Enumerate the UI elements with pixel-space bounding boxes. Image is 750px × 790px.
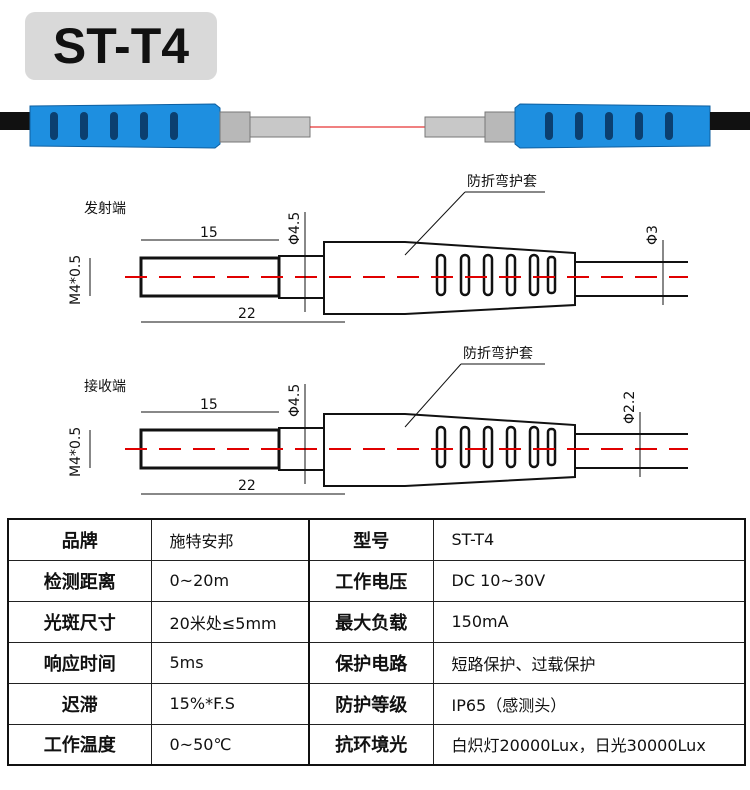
receiver-drawing: 接收端 防折弯护套 15 22 M4*0.5 Φ4.5 Φ2.2 (68, 345, 688, 495)
spec-value: ST-T4 (432, 518, 746, 561)
receiver-dia: Φ4.5 (287, 384, 303, 417)
emitter-len22: 22 (238, 306, 256, 322)
spec-label: 工作温度 (7, 723, 152, 766)
receiver-cable-dia: Φ2.2 (622, 391, 638, 424)
spec-label: 响应时间 (7, 641, 152, 684)
model-title-badge: ST-T4 (25, 12, 217, 80)
emitter-cable-dia: Φ3 (645, 225, 661, 245)
sensor-photo (0, 103, 750, 149)
spec-label: 最大负载 (308, 600, 434, 643)
receiver-sleeve-label: 防折弯护套 (463, 345, 533, 362)
emitter-drawing: 发射端 防折弯护套 15 22 M4*0.5 Φ4.5 Φ3 (68, 173, 688, 323)
spec-label: 光斑尺寸 (7, 600, 152, 643)
emitter-label: 发射端 (84, 201, 126, 217)
receiver-len22: 22 (238, 478, 256, 494)
spec-label: 抗环境光 (308, 723, 434, 766)
receiver-len15: 15 (200, 397, 218, 413)
receiver-thread: M4*0.5 (68, 427, 84, 477)
spec-value: 白炽灯20000Lux，日光30000Lux (432, 723, 746, 766)
spec-value: 150mA (432, 600, 746, 643)
emitter-dia: Φ4.5 (287, 212, 303, 245)
sensor-diagram: 发射端 防折弯护套 15 22 M4*0.5 Φ4.5 Φ3 接收端 防折弯护套… (0, 103, 750, 495)
receiver-label: 接收端 (84, 378, 126, 395)
spec-label: 防护等级 (308, 682, 434, 725)
spec-value: 20米处≤5mm (150, 600, 310, 643)
spec-value: 短路保护、过载保护 (432, 641, 746, 684)
spec-value: 5ms (150, 641, 310, 684)
spec-value: 施特安邦 (150, 518, 310, 561)
spec-value: DC 10~30V (432, 559, 746, 602)
emitter-sleeve-label: 防折弯护套 (467, 173, 537, 190)
spec-value: 0~20m (150, 559, 310, 602)
spec-label: 品牌 (7, 518, 152, 561)
spec-value: 0~50℃ (150, 723, 310, 766)
spec-value: IP65（感测头） (432, 682, 746, 725)
emitter-len15: 15 (200, 225, 218, 241)
spec-label: 工作电压 (308, 559, 434, 602)
spec-label: 保护电路 (308, 641, 434, 684)
spec-label: 迟滞 (7, 682, 152, 725)
spec-value: 15%*F.S (150, 682, 310, 725)
emitter-thread: M4*0.5 (68, 255, 84, 305)
spec-label: 型号 (308, 518, 434, 561)
spec-label: 检测距离 (7, 559, 152, 602)
